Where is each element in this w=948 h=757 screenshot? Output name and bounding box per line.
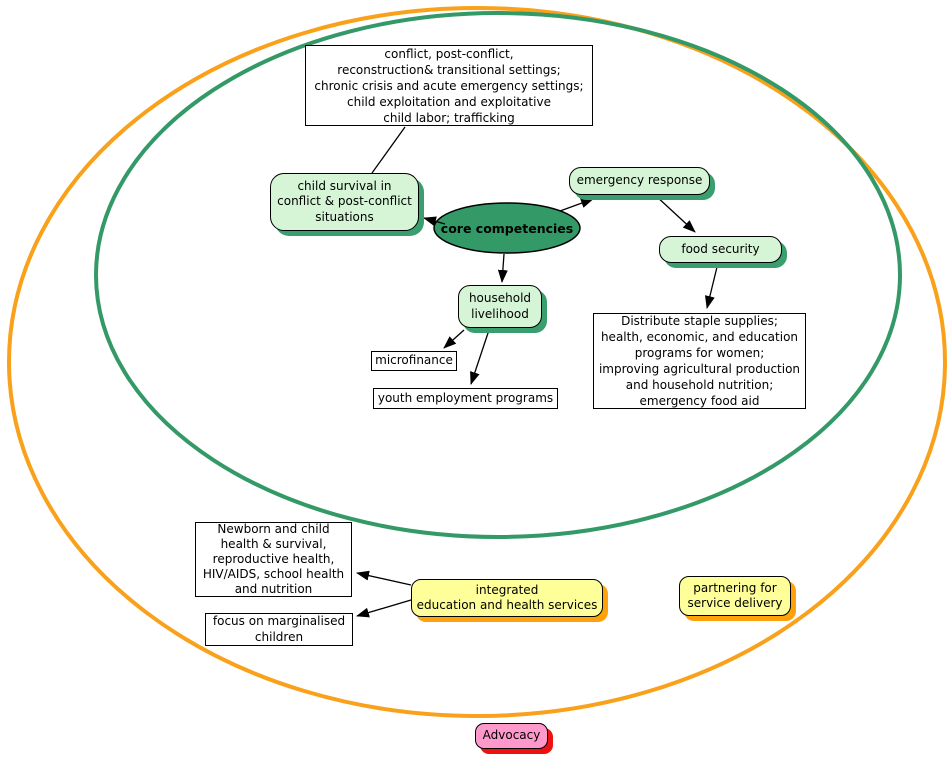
- connector-lines: [356, 126, 718, 618]
- outer-boundary-ellipse: [7, 6, 947, 718]
- core-competencies-ellipse[interactable]: [433, 202, 581, 254]
- node-newborn-health[interactable]: Newborn and child health & survival, rep…: [195, 522, 352, 597]
- node-food-security[interactable]: food security: [659, 236, 782, 263]
- arrow-core-to-emergency-response: [559, 198, 594, 212]
- node-emergency-response[interactable]: emergency response: [569, 167, 710, 195]
- node-marginalised-children[interactable]: focus on marginalised children: [205, 613, 353, 646]
- arrow-food-security-to-detail: [704, 266, 718, 309]
- node-advocacy[interactable]: Advocacy: [475, 723, 548, 749]
- node-microfinance[interactable]: microfinance: [371, 351, 457, 371]
- arrow-integrated-to-newborn: [356, 570, 412, 586]
- node-child-survival[interactable]: child survival in conflict & post-confli…: [270, 173, 419, 231]
- node-youth-employment[interactable]: youth employment programs: [373, 388, 558, 409]
- connector-settings-to-child-survival: [371, 126, 406, 174]
- arrow-household-to-microfinance: [443, 329, 465, 349]
- inner-boundary-ellipse: [94, 11, 902, 539]
- arrow-core-to-household: [497, 253, 508, 283]
- arrow-emergency-to-food-security: [654, 194, 696, 233]
- node-partnering[interactable]: partnering for service delivery: [679, 576, 791, 616]
- core-competencies-label[interactable]: core competencies: [440, 220, 574, 236]
- node-conflict-settings[interactable]: conflict, post-conflict, reconstruction&…: [305, 45, 593, 126]
- node-integrated-services[interactable]: integrated education and health services: [411, 579, 603, 617]
- node-food-security-detail[interactable]: Distribute staple supplies; health, econ…: [593, 313, 806, 409]
- node-household-livelihood[interactable]: household livelihood: [458, 285, 542, 328]
- arrow-household-to-youth: [470, 329, 490, 385]
- arrow-integrated-to-marginalised: [356, 599, 412, 618]
- arrow-core-to-child-survival: [423, 216, 446, 227]
